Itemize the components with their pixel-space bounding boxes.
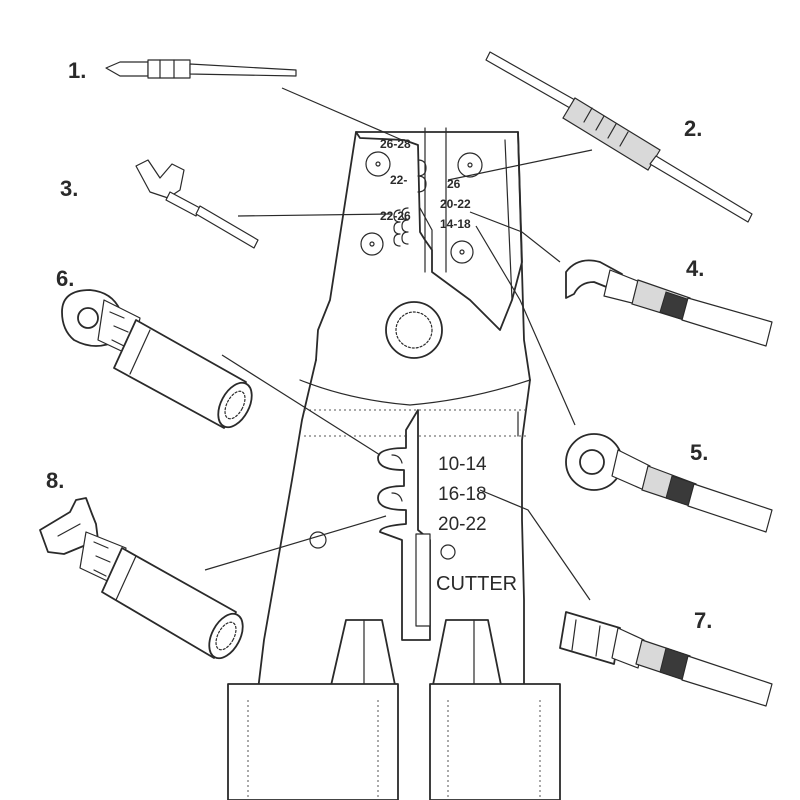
terminal-small-fork (135, 159, 259, 249)
gauge-20-22-small-label: 20-22 (440, 197, 471, 211)
label-4: 4. (686, 256, 704, 281)
gauge-26-label: 26 (447, 177, 461, 191)
terminal-insulated-ring (61, 289, 253, 429)
label-5: 5. (690, 440, 708, 465)
terminal-insulated-spade (39, 497, 244, 660)
label-2: 2. (684, 116, 702, 141)
label-6: 6. (56, 266, 74, 291)
label-3: 3. (60, 176, 78, 201)
terminal-butt-splice (485, 51, 753, 223)
label-8: 8. (46, 468, 64, 493)
terminal-female-disconnect (559, 611, 773, 707)
crimping-tool (227, 127, 561, 800)
terminal-spade (565, 259, 773, 347)
terminal-ring (565, 433, 773, 533)
gauge-22-26-label: 22-26 (380, 209, 411, 223)
gauge-26-28-label: 26-28 (380, 137, 411, 151)
leader-lines (204, 87, 593, 601)
cutter-label: CUTTER (436, 573, 517, 595)
terminal-pin (105, 59, 297, 79)
gauge-22-label: 22- (390, 173, 407, 187)
gauge-10-14-label: 10-14 (438, 454, 487, 475)
gauge-16-18-label: 16-18 (438, 484, 487, 505)
gauge-14-18-label: 14-18 (440, 217, 471, 231)
label-7: 7. (694, 608, 712, 633)
gauge-20-22-label: 20-22 (438, 514, 487, 535)
label-1: 1. (68, 58, 86, 83)
